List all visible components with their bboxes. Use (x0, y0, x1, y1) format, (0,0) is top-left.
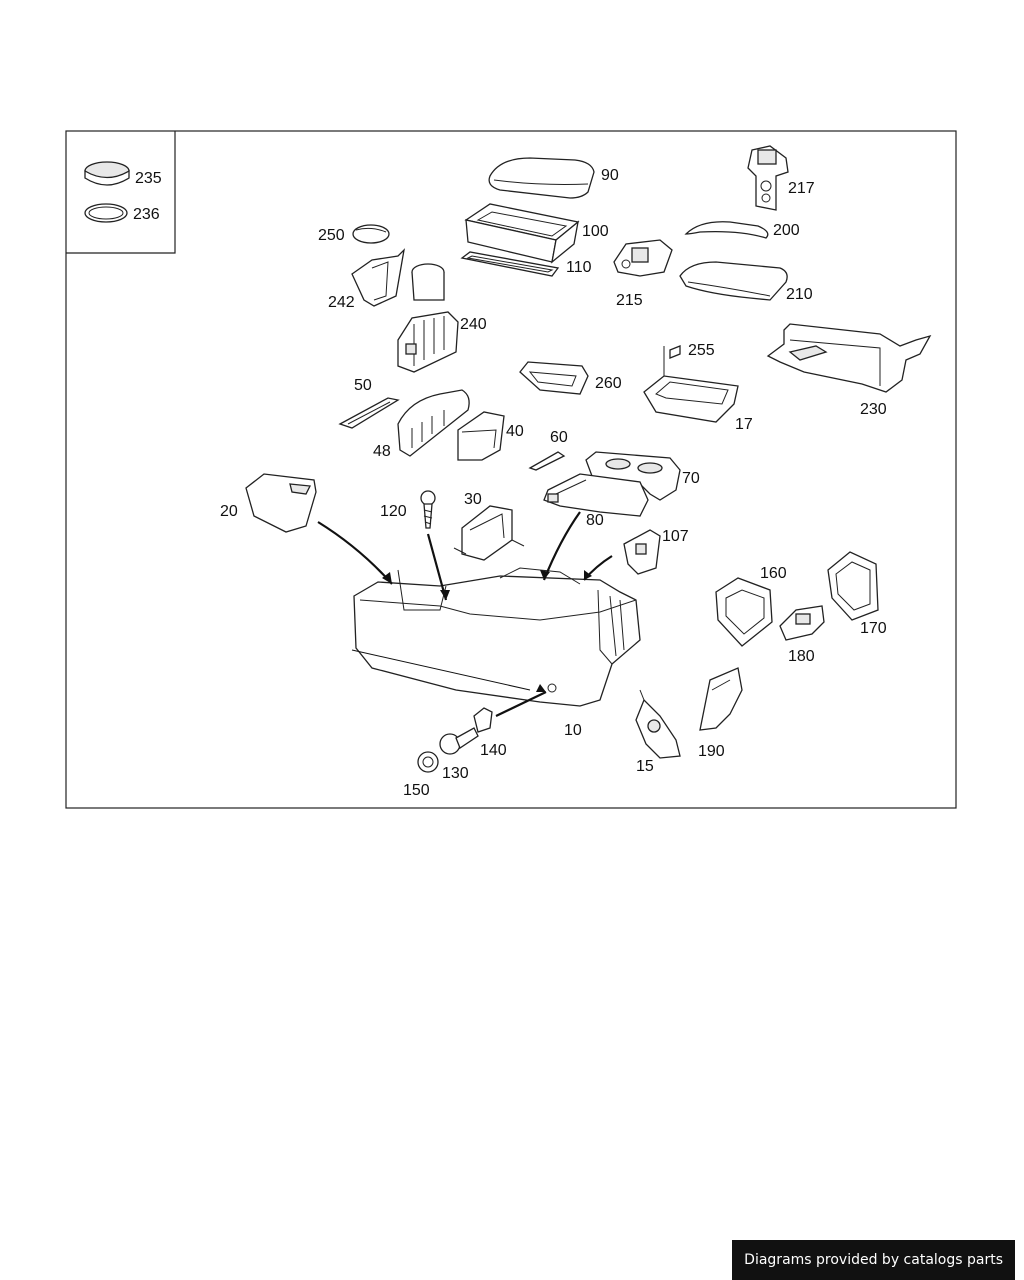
part-40-illustration (457, 411, 505, 461)
part-70-illustration (585, 451, 681, 501)
part-110-illustration (460, 251, 560, 277)
part-170-illustration (827, 551, 879, 621)
legend-labels: 235 236 (133, 170, 162, 223)
diagram-frame (65, 130, 957, 809)
callout-230: 230 (860, 401, 887, 418)
callout-120: 120 (380, 503, 407, 520)
part-240-illustration (397, 263, 459, 373)
part-260-illustration (519, 361, 589, 395)
legend-label-236: 236 (133, 206, 160, 223)
legend-label-235: 235 (135, 170, 162, 187)
callout-30: 30 (464, 491, 482, 508)
callout-200: 200 (773, 222, 800, 239)
callout-80: 80 (586, 512, 604, 529)
part-190-illustration (699, 667, 743, 731)
callout-60: 60 (550, 429, 568, 446)
callout-170: 170 (860, 620, 887, 637)
callout-17: 17 (735, 416, 753, 433)
part-130-illustration (439, 727, 479, 755)
part-107-illustration (623, 529, 661, 575)
part-160-illustration (715, 577, 773, 647)
callout-240: 240 (460, 316, 487, 333)
callout-260: 260 (595, 375, 622, 392)
callout-15: 15 (636, 758, 654, 775)
part-20-illustration (245, 473, 317, 533)
callout-107: 107 (662, 528, 689, 545)
part-50-illustration (338, 397, 400, 429)
callout-100: 100 (582, 223, 609, 240)
callout-160: 160 (760, 565, 787, 582)
callout-215: 215 (616, 292, 643, 309)
callout-130: 130 (442, 765, 469, 782)
callout-10: 10 (564, 722, 582, 739)
part-255-illustration (663, 345, 681, 384)
part-10-illustration (353, 567, 641, 707)
part-90-illustration (488, 157, 595, 199)
callout-90: 90 (601, 167, 619, 184)
part-180-illustration (779, 605, 825, 641)
part-120-illustration (420, 490, 436, 529)
callout-217: 217 (788, 180, 815, 197)
part-230-illustration (766, 323, 932, 393)
callout-40: 40 (506, 423, 524, 440)
part-60-illustration (528, 451, 566, 471)
callout-20: 20 (220, 503, 238, 520)
part-48-illustration (397, 389, 470, 457)
callout-labels: 90 100 110 217 200 215 210 250 242 240 2… (220, 167, 887, 799)
callout-242: 242 (328, 294, 355, 311)
callout-110: 110 (566, 259, 592, 276)
legend-item-236 (84, 203, 128, 223)
callout-190: 190 (698, 743, 725, 760)
part-17-illustration (643, 375, 739, 423)
part-210-illustration (679, 261, 788, 301)
part-215-illustration (613, 239, 673, 277)
part-80-illustration (543, 473, 649, 517)
part-217-illustration (747, 145, 789, 211)
callout-210: 210 (786, 286, 813, 303)
legend-box (66, 131, 176, 254)
part-100-illustration (464, 203, 580, 264)
callout-50: 50 (354, 377, 372, 394)
part-200-illustration (684, 221, 769, 239)
part-140-illustration (473, 707, 493, 733)
callout-255: 255 (688, 342, 715, 359)
part-242-illustration (351, 248, 405, 307)
callout-48: 48 (373, 443, 391, 460)
callout-250: 250 (318, 227, 345, 244)
callout-180: 180 (788, 648, 815, 665)
footer-credit: Diagrams provided by catalogs parts (732, 1240, 1015, 1280)
part-150-illustration (417, 751, 439, 773)
callout-140: 140 (480, 742, 507, 759)
arrow-heads (382, 570, 592, 692)
callout-150: 150 (403, 782, 430, 799)
legend-item-235 (84, 161, 130, 186)
callout-70: 70 (682, 470, 700, 487)
part-30-illustration (453, 505, 525, 561)
part-15-illustration (635, 689, 681, 759)
part-250-illustration (352, 224, 390, 244)
